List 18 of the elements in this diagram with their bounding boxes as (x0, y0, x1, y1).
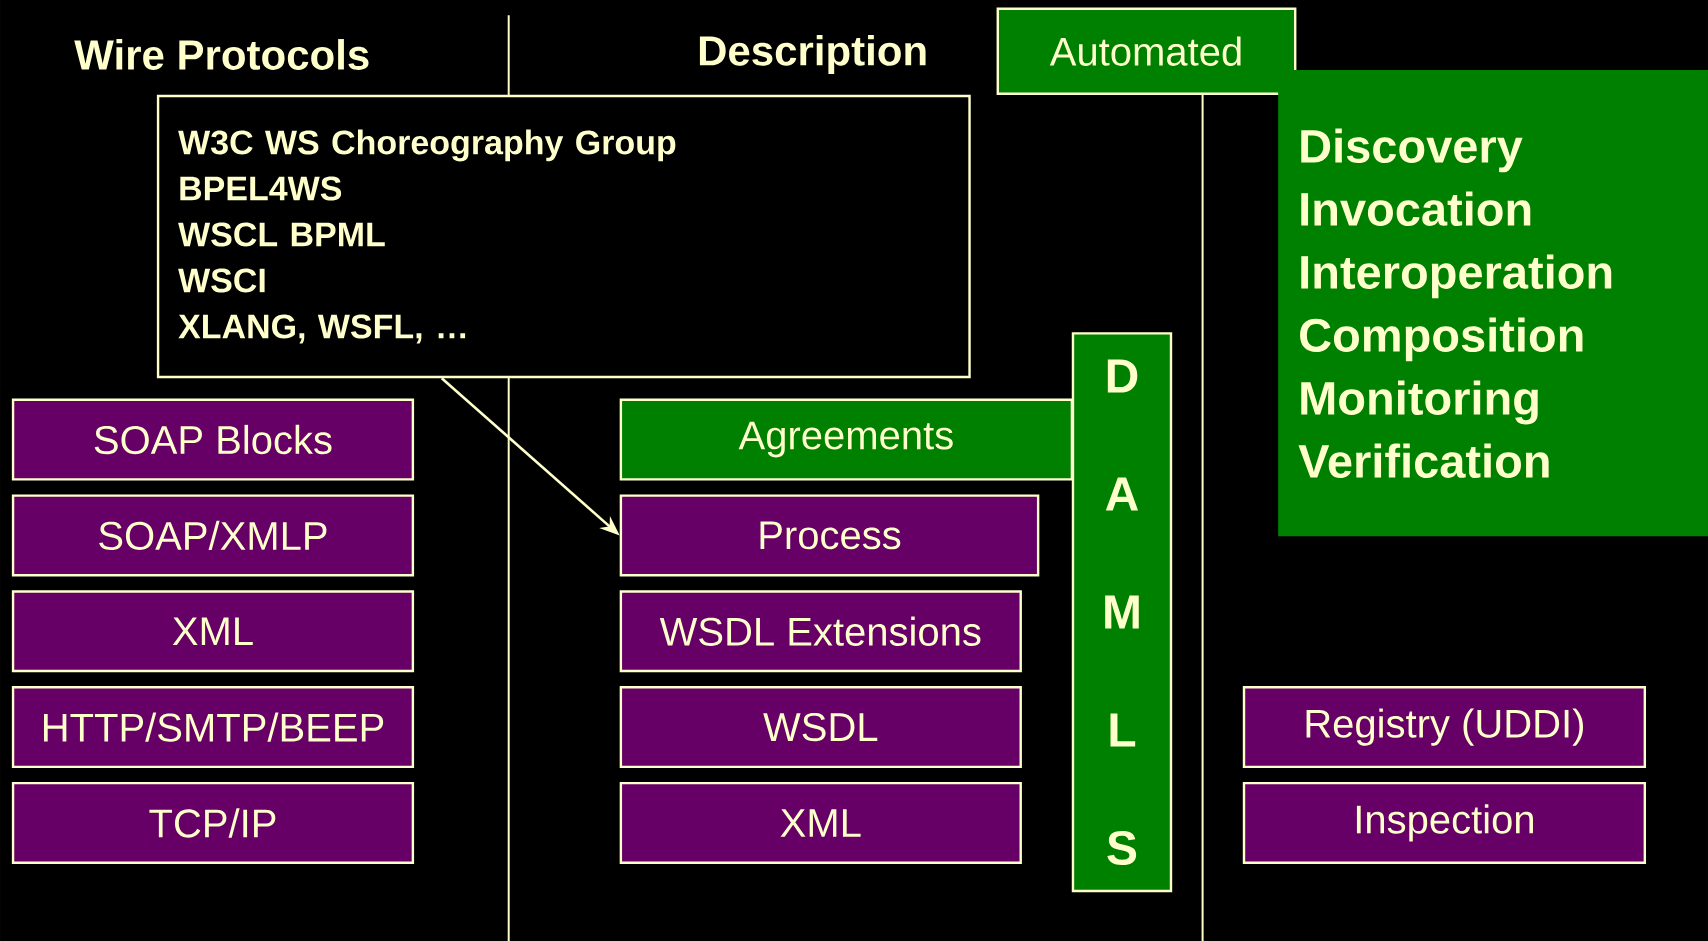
layer-box: SOAP/XMLP (11, 494, 415, 577)
layer-box: XML (11, 590, 415, 673)
label-box: Automated (996, 7, 1297, 95)
column-heading: Description (699, 34, 926, 74)
layer-box: HTTP/SMTP/BEEP (11, 686, 415, 769)
layer-box: XML (619, 781, 1022, 864)
layer-box: Inspection (1242, 781, 1647, 864)
vertical-bar: D A M L S (1071, 332, 1173, 893)
column-heading: Wire Protocols (74, 39, 369, 70)
layer-box: Registry (UDDI) (1242, 686, 1647, 769)
callout-box: W3C WS Choreography Group BPEL4WS WSCL BPML WSCI XLANG, WSFL, … (156, 94, 971, 379)
layer-box: WSDL Extensions (619, 590, 1022, 673)
layer-box: TCP/IP (11, 781, 415, 864)
layer-box: Agreements (619, 398, 1074, 481)
layer-box: WSDL (619, 686, 1022, 769)
layer-box: SOAP Blocks (11, 398, 415, 481)
info-panel: Discovery Invocation Interoperation Composition Monitoring Verification (1278, 70, 1708, 537)
layer-box: Process (619, 494, 1040, 577)
